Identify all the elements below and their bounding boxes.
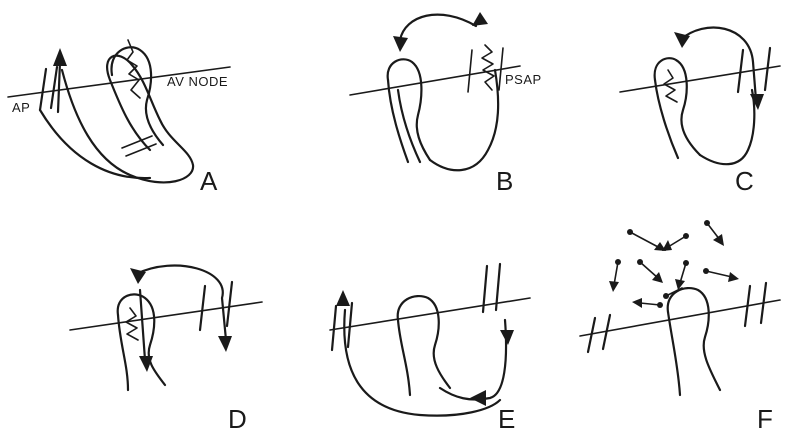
- panel-b-label-psap: PSAP: [505, 72, 542, 87]
- panel-b: PSAP B: [350, 12, 542, 196]
- panel-c-ventricle-loop: [700, 90, 754, 164]
- panel-e-arrow-left-icon: [470, 390, 486, 406]
- panel-b-psap-bar-1: [468, 50, 472, 92]
- panel-b-arrow-head-right-icon: [472, 12, 488, 26]
- panel-a-ap-bar-1: [40, 69, 46, 110]
- panel-e-letter: E: [498, 404, 515, 432]
- panel-b-reentry-arc: [400, 15, 476, 40]
- panel-f-letter: F: [757, 404, 773, 432]
- panel-d-ap-bar-1: [200, 286, 205, 330]
- panel-e-arrow-down-icon: [500, 330, 514, 345]
- panel-b-arrow-down-icon: [393, 36, 408, 52]
- panel-d-letter: D: [228, 404, 247, 432]
- panel-d-nodal-zigzag: [126, 308, 138, 340]
- panel-b-psap-zigzag: [482, 45, 494, 90]
- panel-c-bundle-left: [655, 80, 678, 158]
- panel-a-block-mark-2: [126, 144, 156, 156]
- panel-a-label-ap: AP: [12, 100, 30, 115]
- panel-c-letter: C: [735, 166, 754, 196]
- panel-c-reentry-arc: [680, 28, 756, 100]
- panel-a-ap-conduction-line: [58, 62, 60, 112]
- panel-d-arrow-down-right-icon: [218, 336, 232, 352]
- panel-c-nodal-zigzag: [664, 70, 677, 102]
- panel-d-septal-line: [140, 290, 145, 360]
- panel-c-ap-bar-1: [738, 50, 743, 92]
- panel-c-arrow-down-icon: [750, 94, 764, 110]
- panel-a-ap-bar-2: [51, 67, 57, 108]
- panel-a-arrow-up-icon: [53, 48, 67, 66]
- panel-d-ap-bar-2: [227, 282, 232, 326]
- panel-a: AP AV NODE A: [8, 40, 230, 196]
- panel-b-letter: B: [496, 166, 513, 196]
- panel-a-label-av-node: AV NODE: [167, 74, 228, 89]
- panel-f-bundle-left: [668, 312, 680, 395]
- panel-c-av-node-bulb: [655, 58, 700, 155]
- panel-e-av-node-bulb: [398, 296, 450, 388]
- panel-a-letter: A: [200, 166, 218, 196]
- panel-c: C: [620, 28, 780, 196]
- panel-d: D: [70, 266, 262, 432]
- panel-f: F: [580, 220, 780, 432]
- panel-e-ap-left-bar-1: [332, 306, 336, 350]
- panel-d-bundle-left: [118, 315, 128, 390]
- panel-f-av-node-bulb: [668, 288, 720, 390]
- panel-e: E: [330, 264, 530, 432]
- panel-d-av-ring-line: [70, 302, 262, 330]
- panel-e-bundle-left: [398, 320, 410, 395]
- panel-e-arrow-up-icon: [336, 290, 350, 306]
- panel-e-ap-left-bar-2: [348, 303, 352, 347]
- panel-b-av-node-bulb: [388, 59, 430, 160]
- panel-e-av-ring-line: [330, 298, 530, 330]
